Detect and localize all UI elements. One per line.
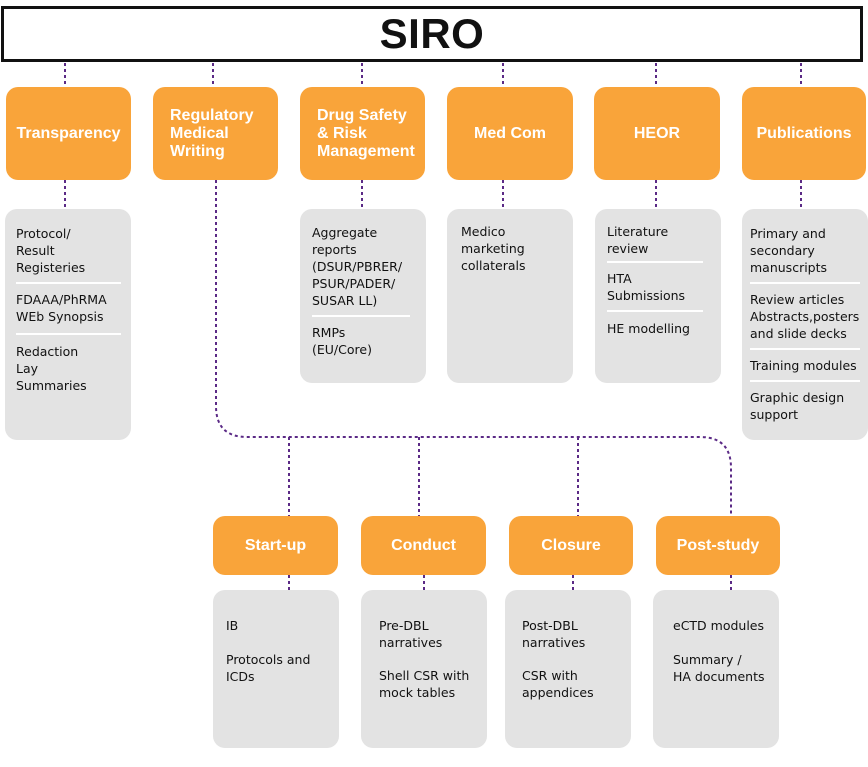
details-post-study: eCTD modules Summary / HA documents <box>653 590 779 748</box>
details-drug-safety: Aggregate reports (DSUR/PBRER/ PSUR/PADE… <box>300 209 426 383</box>
details-conduct: Pre-DBL narratives Shell CSR with mock t… <box>361 590 487 748</box>
detail-item: Primary and secondary manuscripts <box>750 226 828 275</box>
details-transparency: Protocol/ Result Registeries FDAAA/PhRMA… <box>5 209 131 440</box>
service-label: Regulatory Medical Writing <box>170 106 254 160</box>
service-transparency: Transparency <box>6 87 131 180</box>
service-drug-safety-risk-management: Drug Safety & Risk Management <box>300 87 425 180</box>
detail-item: Protocol/ Result Registeries <box>16 226 86 275</box>
detail-item: Aggregate reports (DSUR/PBRER/ PSUR/PADE… <box>312 225 403 308</box>
details-closure: Post-DBL narratives CSR with appendices <box>505 590 631 748</box>
service-publications: Publications <box>742 87 866 180</box>
detail-item: IB <box>226 618 239 633</box>
detail-separator <box>607 310 703 312</box>
detail-item: HTA Submissions <box>607 271 686 303</box>
detail-item: Training modules <box>750 358 857 373</box>
detail-item: Shell CSR with mock tables <box>379 668 470 700</box>
phase-post-study: Post-study <box>656 516 780 575</box>
detail-separator <box>312 315 410 317</box>
details-med-com: Medico marketing collaterals <box>447 209 573 383</box>
detail-separator <box>607 261 703 263</box>
detail-separator <box>16 282 121 284</box>
service-label: HEOR <box>633 124 681 142</box>
details-publications: Primary and secondary manuscripts Review… <box>742 209 868 440</box>
service-label: Drug Safety & Risk Management <box>317 106 415 160</box>
phase-conduct: Conduct <box>361 516 486 575</box>
phase-start-up: Start-up <box>213 516 338 575</box>
detail-separator <box>16 333 121 335</box>
detail-item: Graphic design support <box>750 390 845 422</box>
detail-item: Summary / HA documents <box>673 652 765 684</box>
detail-item: Protocols and ICDs <box>226 652 311 684</box>
detail-item: Redaction Lay Summaries <box>16 344 87 393</box>
title-box: SIRO <box>1 6 863 62</box>
detail-item: Literature review <box>607 224 669 256</box>
phase-closure: Closure <box>509 516 633 575</box>
detail-item: HE modelling <box>607 321 690 336</box>
detail-separator <box>750 348 860 350</box>
detail-item: Post-DBL narratives <box>522 618 586 650</box>
phase-label: Start-up <box>244 536 307 554</box>
service-heor: HEOR <box>594 87 720 180</box>
details-heor: Literature review HTA Submissions HE mod… <box>595 209 721 383</box>
service-regulatory-medical-writing: Regulatory Medical Writing <box>153 87 278 180</box>
service-med-com: Med Com <box>447 87 573 180</box>
detail-item: FDAAA/PhRMA WEb Synopsis <box>16 292 107 324</box>
detail-item: CSR with appendices <box>522 668 594 700</box>
service-label: Publications <box>756 124 852 142</box>
detail-item: Pre-DBL narratives <box>379 618 443 650</box>
detail-separator <box>750 380 860 382</box>
phase-label: Closure <box>541 536 601 554</box>
title-text: SIRO <box>379 10 485 57</box>
service-label: Med Com <box>474 124 546 142</box>
detail-item: Medico marketing collaterals <box>461 224 526 273</box>
detail-item: Review articles Abstracts,posters and sl… <box>750 292 860 341</box>
detail-separator <box>750 282 860 284</box>
details-start-up: IB Protocols and ICDs <box>213 590 339 748</box>
phase-label: Conduct <box>391 536 456 554</box>
detail-item: eCTD modules <box>673 618 765 633</box>
service-label: Transparency <box>16 124 121 142</box>
detail-item: RMPs (EU/Core) <box>312 325 372 357</box>
phase-label: Post-study <box>676 536 760 554</box>
